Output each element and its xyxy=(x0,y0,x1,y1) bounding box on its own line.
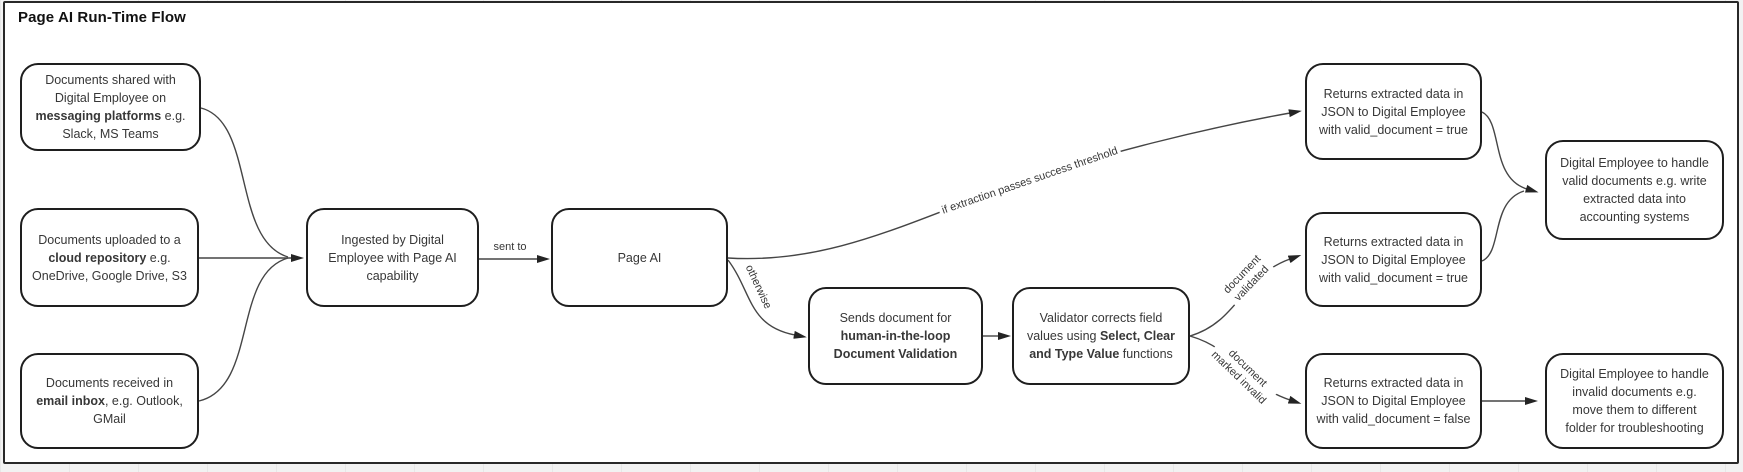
node-returns-true-top: Returns extracted data in JSON to Digita… xyxy=(1305,63,1482,160)
edge-email-to-ingested xyxy=(198,257,289,402)
node-handle-invalid: Digital Employee to handle invalid docum… xyxy=(1545,353,1724,449)
edge-returns-true-top-to-handle-valid xyxy=(1481,111,1539,193)
edge-label-sent-to: sent to xyxy=(490,240,530,254)
node-ingested: Ingested by Digital Employee with Page A… xyxy=(306,208,479,307)
edge-returns-true-mid-to-handle-valid xyxy=(1481,190,1525,262)
node-returns-true-mid: Returns extracted data in JSON to Digita… xyxy=(1305,212,1482,307)
node-validator: Validator corrects field values using Se… xyxy=(1012,287,1190,385)
node-docs-messaging: Documents shared with Digital Employee o… xyxy=(20,63,201,151)
node-docs-email: Documents received in email inbox, e.g. … xyxy=(20,353,199,449)
edge-messaging-to-ingested xyxy=(200,107,289,258)
node-page-ai: Page AI xyxy=(551,208,728,307)
node-send-validation: Sends document for human-in-the-loop Doc… xyxy=(808,287,983,385)
diagram-title: Page AI Run-Time Flow xyxy=(18,9,186,26)
node-handle-valid: Digital Employee to handle valid documen… xyxy=(1545,140,1724,240)
node-docs-cloud: Documents uploaded to a cloud repository… xyxy=(20,208,199,307)
edge-pageai-otherwise-to-validation xyxy=(727,259,807,339)
node-returns-false: Returns extracted data in JSON to Digita… xyxy=(1305,353,1482,449)
